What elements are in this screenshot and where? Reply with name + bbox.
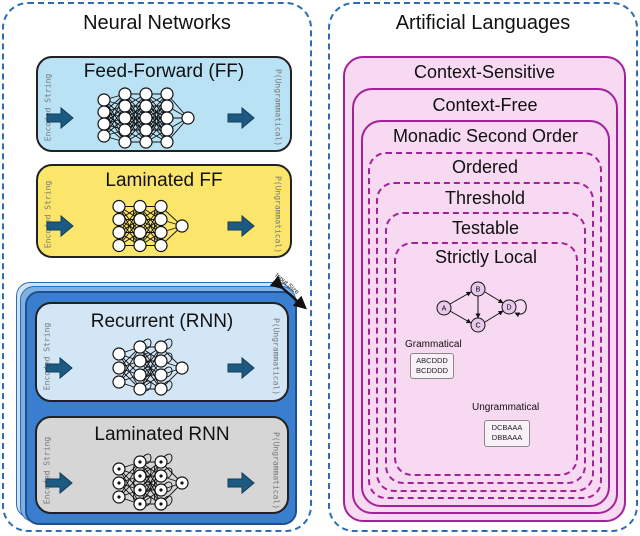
state-c-node xyxy=(470,317,486,333)
rnn-input-label: Encoded String xyxy=(42,322,52,391)
grammatical-label: Grammatical xyxy=(405,339,462,350)
ff-output-label: P(Ungrammatical) xyxy=(273,68,283,147)
ungrammatical-string-2: DBBAAA xyxy=(491,433,523,442)
strictly-local-label: Strictly Local xyxy=(434,247,538,267)
laminated-ff-model-title: Laminated FF xyxy=(105,170,223,191)
ordered-class xyxy=(368,152,602,499)
laminated-rnn-model-title: Laminated RNN xyxy=(94,424,230,445)
state-a-node xyxy=(436,300,452,316)
neural-networks-panel xyxy=(2,2,312,532)
state-b-label: B xyxy=(476,287,481,294)
grammatical-string-2: BCDDDD xyxy=(415,366,449,375)
grammatical-strings-box: ABCDDD BCDDDD xyxy=(410,353,454,379)
laminated-rnn-input-label: Encoded String xyxy=(42,436,52,505)
state-d-node xyxy=(501,299,517,315)
threshold-class xyxy=(376,182,594,492)
monadic-second-order-label: Monadic Second Order xyxy=(392,126,579,146)
rnn-model-title: Recurrent (RNN) xyxy=(90,311,234,332)
laminated-ff-output-label: P(Ungrammatical) xyxy=(273,175,283,254)
grammatical-string-1: ABCDDD xyxy=(416,356,448,365)
state-d-label: D xyxy=(506,305,511,312)
neural-networks-title: Neural Networks xyxy=(83,12,231,34)
context-free-label: Context-Free xyxy=(432,95,538,115)
ungrammatical-label: Ungrammatical xyxy=(472,402,540,413)
laminated-rnn-output-label: P(Ungrammatical) xyxy=(271,431,281,510)
testable-label: Testable xyxy=(451,218,520,238)
ff-input-label: Encoded String xyxy=(43,73,53,142)
laminated-ff-input-label: Encoded String xyxy=(43,180,53,249)
automaton-diagram: A B C D xyxy=(436,281,527,333)
testable-class xyxy=(385,212,586,484)
state-a-label: A xyxy=(442,306,447,313)
rnn-output-label: P(Ungrammatical) xyxy=(271,317,281,396)
artificial-languages-title: Artificial Languages xyxy=(395,12,571,34)
ordered-label: Ordered xyxy=(451,157,519,177)
state-b-node xyxy=(470,281,486,297)
ungrammatical-strings-box: DCBAAA DBBAAA xyxy=(484,420,530,447)
state-c-label: C xyxy=(475,323,480,330)
artificial-languages-panel xyxy=(328,2,638,532)
ff-model-title: Feed-Forward (FF) xyxy=(83,61,245,82)
strictly-local-class xyxy=(394,242,578,476)
context-sensitive-label: Context-Sensitive xyxy=(413,62,556,82)
ungrammatical-string-1: DCBAAA xyxy=(491,423,523,432)
threshold-label: Threshold xyxy=(444,188,526,208)
